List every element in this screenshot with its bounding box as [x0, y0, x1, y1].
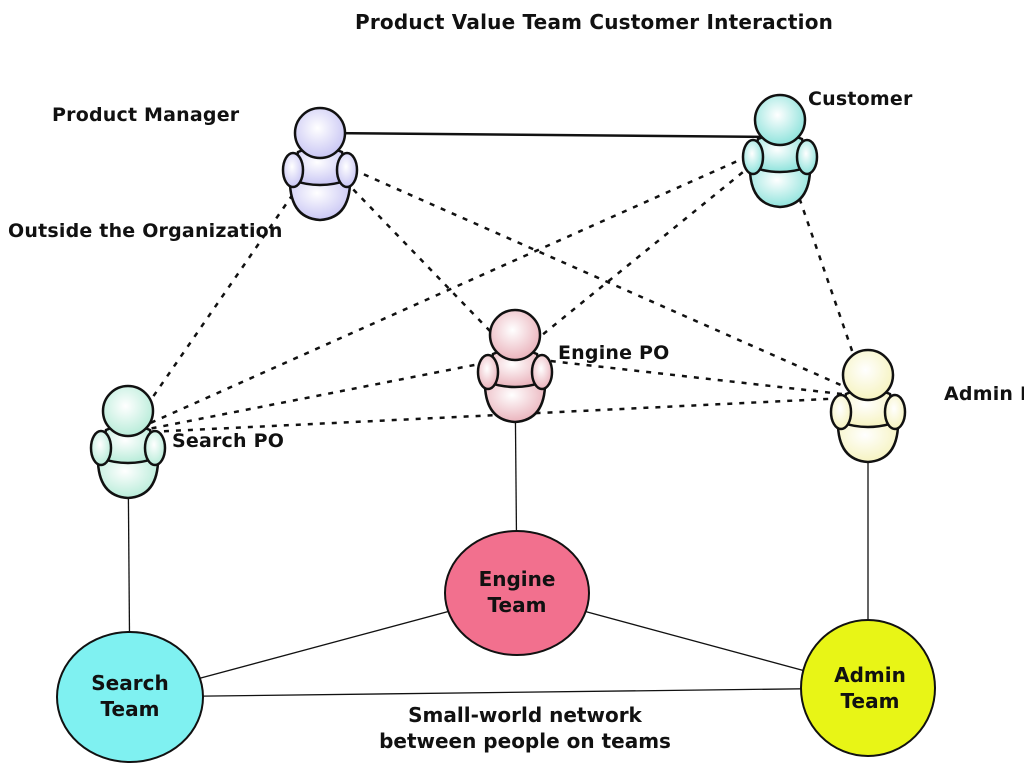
team-node-engine — [444, 530, 590, 656]
team-label-line: Team — [100, 697, 160, 721]
caption-line: Small-world network — [408, 703, 642, 727]
solid-edge-pm-customer — [319, 131, 781, 139]
label-product-manager: Product Manager — [52, 104, 240, 126]
label-customer: Customer — [808, 88, 913, 110]
solid-edge-search-admin — [129, 687, 869, 698]
team-label-line: Admin — [834, 663, 906, 687]
diagram-title: Product Value Team Customer Interaction — [355, 10, 834, 34]
dashed-edge-search_po-admin_po — [127, 395, 869, 435]
team-node-admin — [800, 619, 936, 757]
label-admin-po: Admin PO — [944, 383, 1024, 405]
person-icon-admin_po — [829, 348, 907, 464]
label-engine-po: Engine PO — [558, 342, 670, 364]
label-search-po: Search PO — [172, 430, 285, 452]
person-icon-engine_po — [476, 308, 554, 424]
caption-line: between people on teams — [379, 729, 671, 753]
dashed-edge-pm-search_po — [126, 154, 322, 434]
team-label-line: Team — [487, 593, 547, 617]
person-icon-pm — [281, 106, 359, 222]
label-outside-organization: Outside the Organization — [8, 220, 283, 242]
team-label-line: Engine — [478, 567, 556, 591]
team-label-line: Team — [840, 689, 900, 713]
team-label-line: Search — [91, 671, 169, 695]
dashed-edge-pm-admin_po — [319, 153, 869, 399]
person-icon-customer — [741, 93, 819, 209]
dashed-edge-customer-search_po — [127, 140, 781, 435]
dashed-edge-customer-engine_po — [514, 141, 781, 358]
dashed-edge-customer-admin_po — [778, 141, 870, 398]
team-node-search — [56, 631, 204, 763]
dashed-edge-search_po-engine_po — [127, 355, 516, 435]
person-icon-search_po — [89, 384, 167, 500]
